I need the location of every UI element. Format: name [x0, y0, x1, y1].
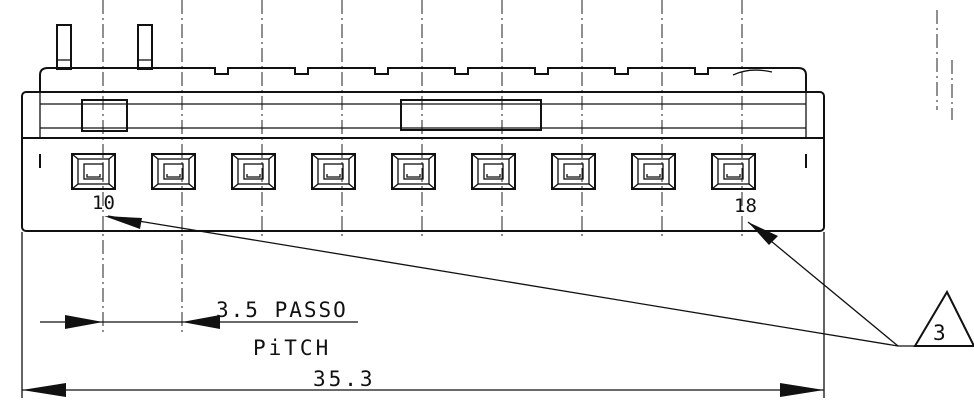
callout-number: 3 — [933, 321, 946, 345]
overall-length-label: 35.3 — [313, 367, 376, 391]
callout-leaders — [104, 215, 915, 347]
contact-cavity — [391, 153, 436, 190]
pin-label-last: 18 — [734, 195, 757, 217]
pin-label-first: 10 — [92, 192, 115, 214]
contact-cavity — [631, 153, 676, 190]
center-lines — [102, 0, 953, 335]
contact-cavity — [711, 153, 756, 190]
main-housing — [21, 91, 825, 232]
contact-cavity — [71, 153, 116, 190]
extension-lines — [21, 232, 825, 398]
upper-housing — [39, 67, 807, 92]
contact-cavity — [471, 153, 516, 190]
top-pins — [56, 24, 153, 70]
pitch-dimension — [40, 315, 358, 329]
contact-cavity — [151, 153, 196, 190]
callout-triangle — [913, 289, 974, 347]
pitch-label: 3.5 PASSO — [216, 298, 348, 322]
contact-cavity — [311, 153, 356, 190]
contact-cavity — [551, 153, 596, 190]
left-latch — [81, 99, 128, 132]
center-key — [400, 99, 542, 131]
contact-cavities — [71, 153, 756, 190]
contact-cavity — [231, 153, 276, 190]
overall-length-dimension — [22, 383, 824, 397]
pitch-label-english: PiTCH — [253, 336, 331, 360]
